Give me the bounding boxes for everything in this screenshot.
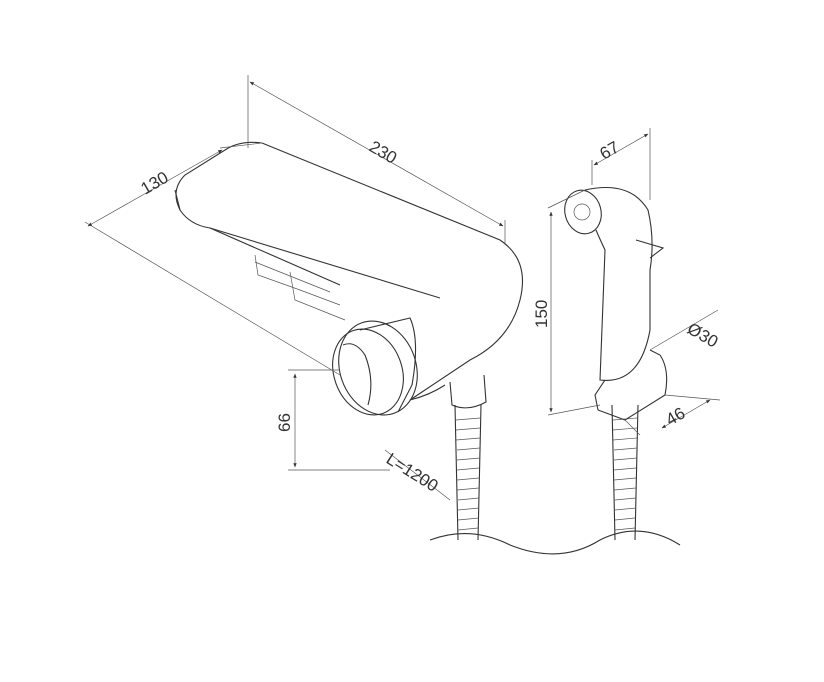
- sprayer-height-label: 150: [532, 300, 551, 328]
- dimension-height-label: 66: [275, 413, 294, 432]
- extension-lines: [84, 75, 721, 501]
- dimension-width-label: 230: [366, 137, 400, 168]
- faucet-body: [174, 141, 524, 416]
- dimension-depth-label: 130: [138, 168, 172, 199]
- hose: [429, 374, 681, 555]
- hose-length-label: L=1200: [383, 449, 442, 495]
- dimension-lines: [87, 81, 711, 468]
- sprayer-width-label: 67: [597, 138, 623, 164]
- hand-sprayer: [564, 186, 668, 421]
- holder-diameter-label: Ø30: [684, 319, 721, 352]
